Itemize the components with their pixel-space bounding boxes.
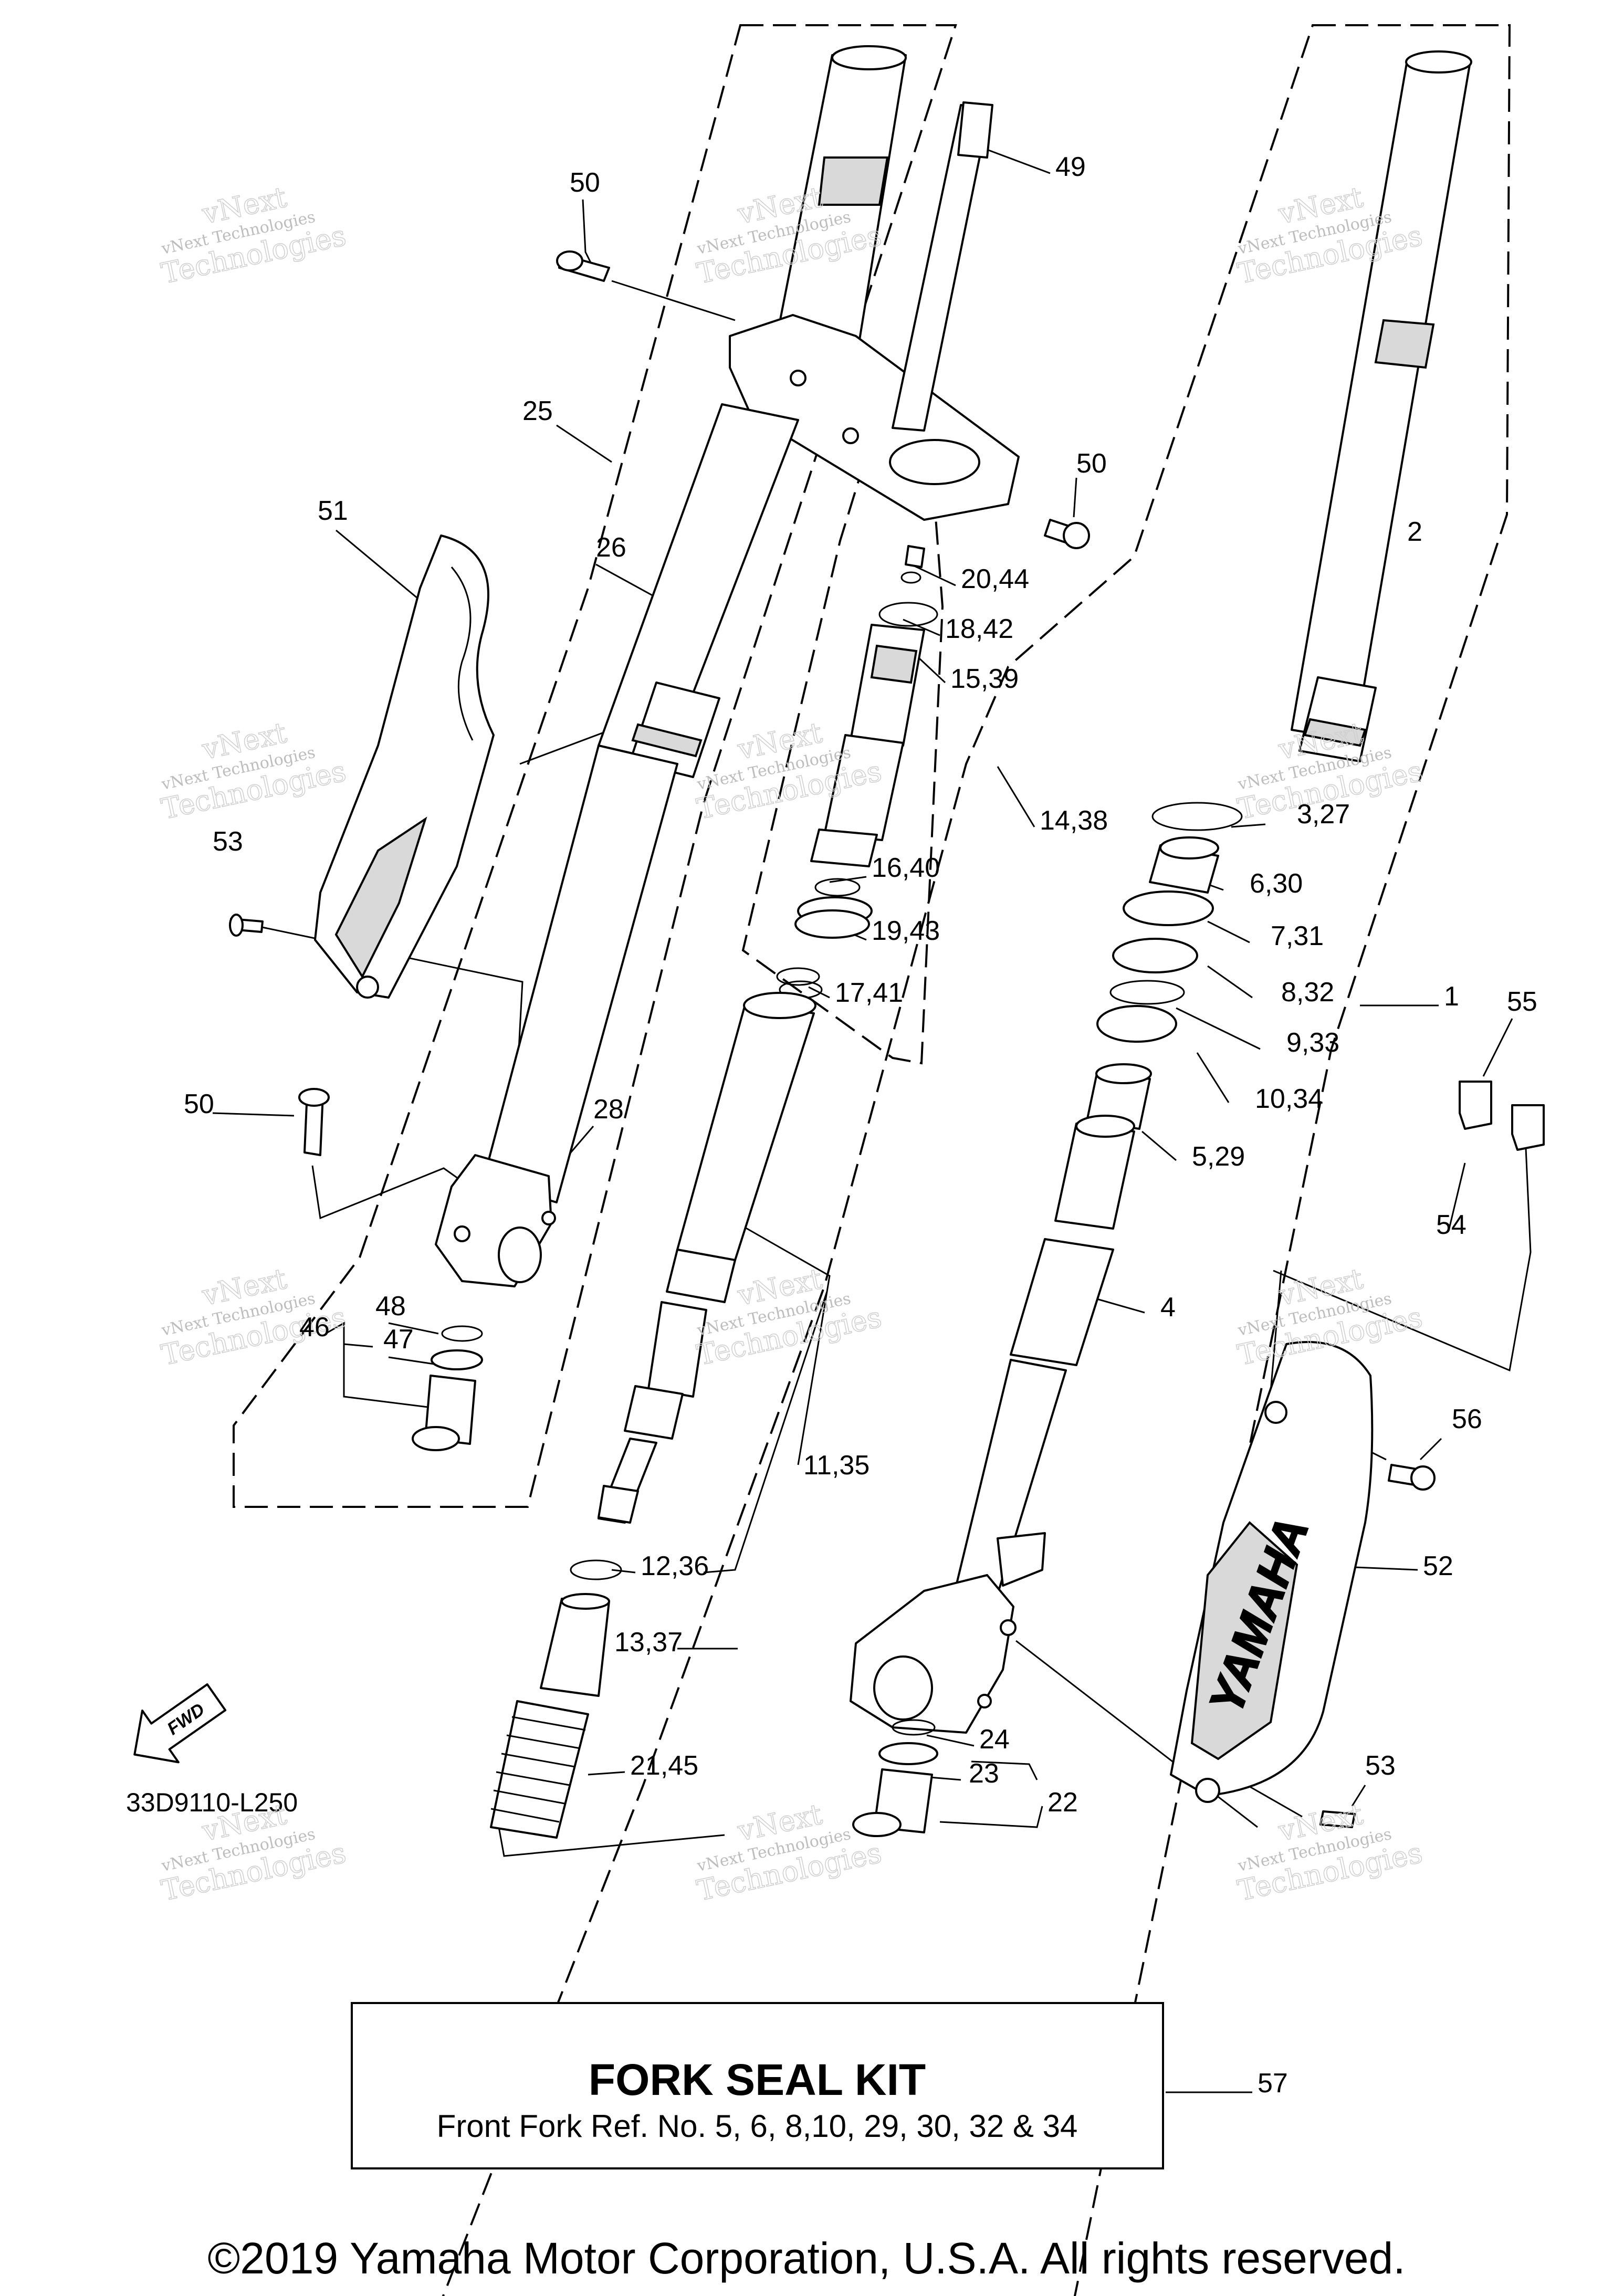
callout-50: 50 (570, 167, 600, 198)
callout-20-44: 20,44 (961, 564, 1029, 594)
callout-50: 50 (184, 1089, 214, 1119)
cartridge-outline-14-38 (741, 471, 944, 1065)
diagram-code: 33D9110-L250 (126, 1788, 298, 1817)
callout-52: 52 (1423, 1551, 1453, 1581)
assembly-outline-1 (442, 24, 1511, 2296)
callout-14-38: 14,38 (1040, 805, 1108, 836)
callout-8-32: 8,32 (1281, 977, 1334, 1008)
inner-tube-right (1291, 59, 1471, 741)
fork-seal-kit-subtitle: Front Fork Ref. No. 5, 6, 8,10, 29, 30, … (437, 2109, 1078, 2144)
callout-49: 49 (1055, 152, 1086, 182)
callout-50: 50 (1076, 448, 1107, 479)
bolts (298, 250, 1090, 1451)
bolt-53-right (1319, 1810, 1356, 1828)
right-fork-assembly (850, 50, 1472, 1837)
callout-46: 46 (299, 1312, 330, 1343)
callout-21-45: 21,45 (630, 1750, 698, 1781)
clip-55 (1459, 1081, 1492, 1130)
callout-56: 56 (1452, 1404, 1482, 1434)
outer-tube-bushing (1054, 1123, 1135, 1230)
callout-17-41: 17,41 (835, 978, 903, 1008)
callout-19-43: 19,43 (872, 916, 940, 946)
fork-seal-kit-box (351, 2002, 1164, 2169)
callout-48: 48 (375, 1291, 406, 1322)
callout-10-34: 10,34 (1255, 1084, 1323, 1114)
cartridge-parts (490, 545, 938, 1839)
callout-25: 25 (522, 396, 553, 426)
assembly-outline-25 (233, 24, 957, 1508)
callout-9-33: 9,33 (1286, 1028, 1339, 1058)
leader-lines (212, 149, 1532, 2093)
callout-11-35: 11,35 (803, 1450, 870, 1481)
callout-12-36: 12,36 (641, 1551, 709, 1581)
callout-2: 2 (1407, 517, 1422, 547)
callout-24: 24 (979, 1724, 1010, 1755)
callout-15-39: 15,39 (950, 664, 1019, 694)
callout-26: 26 (596, 532, 626, 563)
callout-4: 4 (1160, 1292, 1176, 1323)
callout-54: 54 (1436, 1210, 1467, 1240)
fork-guards: YAMAHA (229, 534, 1545, 1828)
callout-47: 47 (383, 1324, 414, 1355)
callout-16-40: 16,40 (872, 853, 940, 883)
callout-22: 22 (1048, 1787, 1078, 1818)
callout-7-31: 7,31 (1271, 921, 1324, 951)
callout-1: 1 (1444, 981, 1459, 1012)
lower-leg-left (482, 745, 678, 1203)
callout-labels: 1 2 3,27 4 5,29 6,30 7,31 8,32 9,33 10,34 11,35 12,… (184, 152, 1537, 2099)
left-fork-assembly (435, 45, 1020, 1287)
callout-53: 53 (1365, 1750, 1396, 1781)
callout-6-30: 6,30 (1250, 868, 1303, 899)
fwd-arrow-icon: FWD (133, 1683, 227, 1764)
callout-55: 55 (1507, 987, 1537, 1017)
callout-23: 23 (969, 1758, 999, 1789)
callout-5-29: 5,29 (1192, 1141, 1245, 1172)
callout-28: 28 (593, 1094, 624, 1125)
callout-3-27: 3,27 (1297, 799, 1350, 830)
callout-51: 51 (318, 496, 348, 526)
callout-53: 53 (213, 826, 243, 857)
clip-54 (1511, 1104, 1545, 1151)
callout-13-37: 13,37 (614, 1627, 683, 1658)
outer-tube-right (1010, 1238, 1114, 1366)
fork-guard-left (314, 534, 495, 999)
copyright-notice: ©2019 Yamaha Motor Corporation, U.S.A. A… (207, 2234, 1405, 2283)
callout-18-42: 18,42 (945, 614, 1013, 644)
cartridge-cap-spring (850, 624, 925, 747)
axle-bracket-right (850, 1574, 1014, 1734)
fork-seal-kit-title: FORK SEAL KIT (589, 2055, 926, 2104)
callout-57: 57 (1258, 2068, 1288, 2099)
spring-seat (540, 1598, 610, 1697)
damper-cylinder (676, 1002, 815, 1261)
